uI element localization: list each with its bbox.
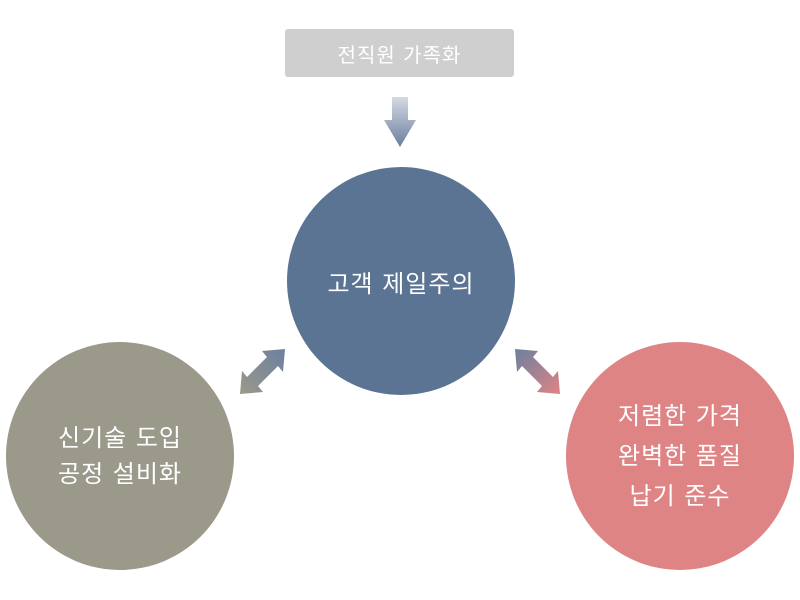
left-circle-line-1: 신기술 도입 (57, 424, 183, 452)
left-circle: 신기술 도입 공정 설비화 (6, 342, 234, 570)
top-box: 전직원 가족화 (285, 29, 514, 77)
left-circle-line-2: 공정 설비화 (57, 460, 183, 488)
right-double-arrow-icon (515, 349, 560, 394)
top-box-label: 전직원 가족화 (337, 42, 462, 67)
center-circle-label: 고객 제일주의 (327, 269, 475, 298)
left-double-arrow-icon (240, 349, 285, 394)
right-circle: 저렴한 가격 완벽한 품질 납기 준수 (566, 342, 794, 570)
right-circle-line-1: 저렴한 가격 (617, 402, 743, 430)
right-circle-line-3: 납기 준수 (629, 482, 731, 510)
center-circle: 고객 제일주의 (287, 167, 515, 395)
down-arrow-icon (384, 97, 416, 147)
right-circle-line-2: 완벽한 품질 (617, 442, 743, 470)
